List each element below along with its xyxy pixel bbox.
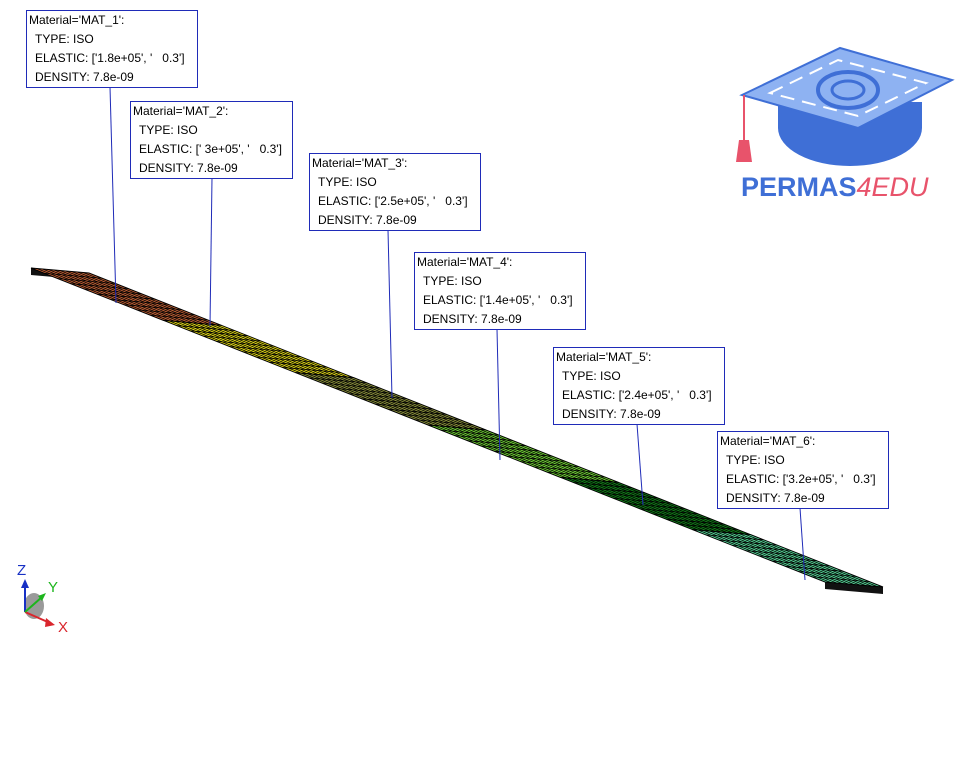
leader-line-3	[387, 229, 393, 399]
mesh-line	[71, 271, 866, 586]
leader-line-2	[209, 177, 213, 327]
material-density: DENSITY: 7.8e-09	[139, 161, 238, 175]
leader-line-5	[636, 423, 644, 506]
triad-y-arrow	[38, 593, 46, 601]
material-label-5: Material='MAT_5': TYPE: ISO ELASTIC: ['2.4…	[553, 347, 725, 425]
mesh-line	[54, 269, 849, 585]
material-label-3: Material='MAT_3': TYPE: ISO ELASTIC: ['2.5…	[309, 153, 481, 231]
logo-board-pattern	[767, 58, 929, 118]
leader-line-1	[109, 86, 117, 304]
logo-tassel	[736, 140, 752, 162]
logo-word-permas: PERMAS	[741, 172, 857, 202]
mesh-line	[48, 269, 843, 584]
material-label-4: Material='MAT_4': TYPE: ISO ELASTIC: ['1.4…	[414, 252, 586, 330]
logo-word-4edu: 4EDU	[856, 172, 929, 202]
material-label-6: Material='MAT_6': TYPE: ISO ELASTIC: ['3.2…	[717, 431, 889, 509]
logo-cap-board	[739, 46, 955, 130]
leader-lines	[109, 86, 806, 581]
material-elastic: ELASTIC: [' 3e+05', ' 0.3']	[139, 142, 282, 156]
material-type: TYPE: ISO	[139, 123, 198, 137]
leader-line-6	[799, 507, 806, 581]
axis-triad-icon	[21, 579, 55, 627]
mesh-line	[36, 268, 831, 583]
material-elastic: ELASTIC: ['2.5e+05', ' 0.3']	[318, 194, 468, 208]
material-label-1: Material='MAT_1': TYPE: ISO ELASTIC: ['1.8…	[26, 10, 198, 88]
axis-label-z: Z	[17, 562, 27, 579]
logo-wordmark: PERMAS4EDU	[741, 172, 929, 203]
material-density: DENSITY: 7.8e-09	[423, 312, 522, 326]
material-type: TYPE: ISO	[726, 453, 785, 467]
material-label-2: Material='MAT_2': TYPE: ISO ELASTIC: [' 3e…	[130, 101, 293, 179]
material-type: TYPE: ISO	[318, 175, 377, 189]
logo-swirl-outer	[816, 70, 880, 110]
material-header: Material='MAT_4':	[417, 255, 513, 269]
material-density: DENSITY: 7.8e-09	[562, 407, 661, 421]
mesh-line	[42, 268, 837, 584]
material-header: Material='MAT_5':	[556, 350, 652, 364]
material-header: Material='MAT_2':	[133, 104, 229, 118]
material-density: DENSITY: 7.8e-09	[726, 491, 825, 505]
leader-line-4	[496, 328, 501, 461]
triad-y-axis	[24, 596, 43, 613]
material-type: TYPE: ISO	[423, 274, 482, 288]
material-elastic: ELASTIC: ['3.2e+05', ' 0.3']	[726, 472, 876, 486]
material-header: Material='MAT_6':	[720, 434, 816, 448]
material-type: TYPE: ISO	[562, 369, 621, 383]
material-elastic: ELASTIC: ['2.4e+05', ' 0.3']	[562, 388, 712, 402]
mesh-line	[59, 270, 855, 585]
material-elastic: ELASTIC: ['1.8e+05', ' 0.3']	[35, 51, 185, 65]
axis-label-x: X	[58, 619, 69, 636]
material-elastic: ELASTIC: ['1.4e+05', ' 0.3']	[423, 293, 573, 307]
material-header: Material='MAT_3':	[312, 156, 408, 170]
beam-far-end-face	[825, 582, 883, 594]
logo-swirl-inner	[830, 79, 866, 101]
graduation-cap-logo-icon	[736, 46, 955, 166]
axis-label-y: Y	[48, 579, 59, 596]
beam-mesh	[30, 267, 884, 594]
triad-z-arrow	[21, 579, 29, 588]
material-type: TYPE: ISO	[35, 32, 94, 46]
mesh-line	[65, 270, 860, 586]
material-header: Material='MAT_1':	[29, 13, 125, 27]
triad-x-arrow	[45, 618, 55, 627]
material-density: DENSITY: 7.8e-09	[318, 213, 417, 227]
material-density: DENSITY: 7.8e-09	[35, 70, 134, 84]
mesh-line	[83, 272, 878, 587]
